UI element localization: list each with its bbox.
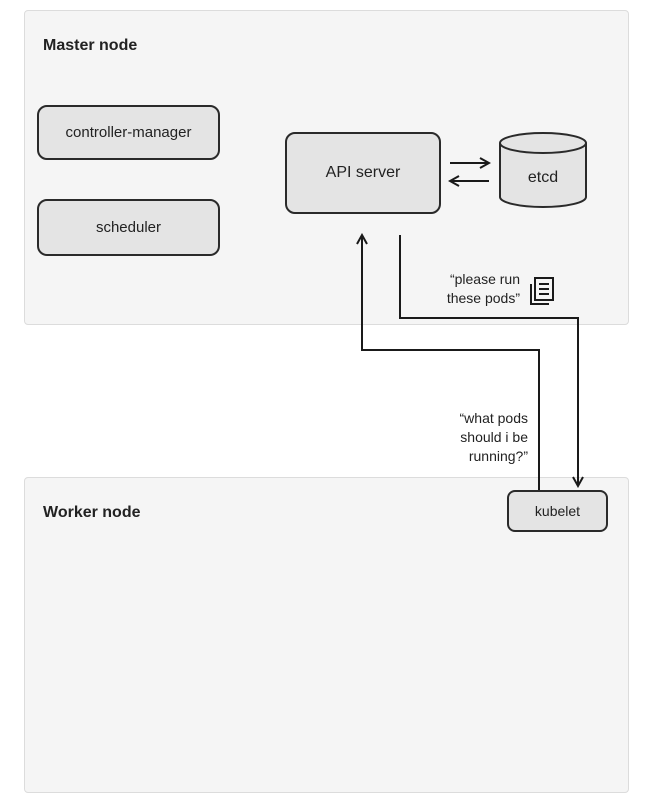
please-run-line-2: these pods” (446, 290, 520, 306)
kubelet-box: kubelet (507, 490, 608, 532)
question-line-3: running?” (468, 448, 528, 464)
please-run-message: “please run these pods” (410, 270, 520, 308)
master-node-title: Master node (43, 37, 138, 54)
etcd-label: etcd (527, 169, 559, 186)
worker-node-title: Worker node (43, 504, 141, 521)
etcd-database-icon (499, 132, 587, 208)
question-line-1: “what pods (459, 410, 528, 426)
document-list-icon (530, 277, 554, 305)
controller-manager-box: controller-manager (37, 105, 220, 160)
question-line-2: should i be (460, 429, 528, 445)
kubelet-question: “what pods should i be running?” (420, 409, 528, 466)
scheduler-box: scheduler (37, 199, 220, 256)
please-run-line-1: “please run (449, 271, 520, 287)
kubelet-to-api-arrow (362, 235, 540, 490)
api-server-box: API server (285, 132, 441, 214)
api-to-kubelet-arrow (399, 235, 578, 486)
